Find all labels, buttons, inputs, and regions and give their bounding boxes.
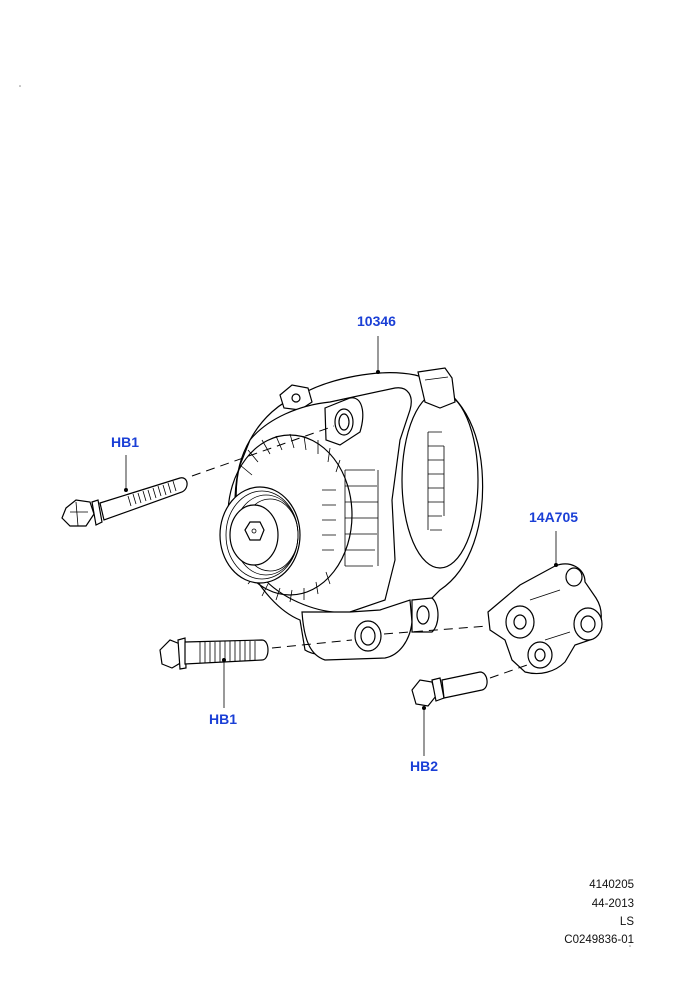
ref-model: LS [619,916,634,928]
bolt-upper[interactable] [61,477,188,527]
stator-vent-slots [322,469,379,567]
bolt-bracket[interactable] [411,671,488,707]
axis-line-lower [271,639,353,649]
leader-bolt-lower-dot [222,658,226,662]
corner-mark [19,85,21,87]
rear-vent-slots [427,431,445,531]
bolt-lower[interactable] [159,637,269,670]
pulley[interactable] [219,486,301,584]
callout-10346[interactable]: 10346 [357,313,396,329]
ref-date: 44-2013 [591,898,634,910]
corner-mark [629,945,631,947]
leader-alternator-dot [376,370,380,374]
axis-line-upper [191,425,335,477]
axis-line-bracket [383,625,489,635]
fan-blades [239,433,341,603]
callout-hb1-lower[interactable]: HB1 [209,711,238,727]
leader-bracket-dot [554,563,558,567]
leader-bolt-bracket-dot [422,706,426,710]
ref-illustration-number: 4140205 [589,879,634,891]
leader-bolt-upper-dot [124,488,128,492]
axis-line-bracket-bolt [489,663,531,679]
alternator[interactable] [219,367,484,661]
ref-catalog-id: C0249836-01 [564,934,634,946]
callout-hb1-upper[interactable]: HB1 [111,434,140,450]
callout-hb2[interactable]: HB2 [410,758,439,774]
callout-14a705[interactable]: 14A705 [529,509,579,525]
mounting-bracket[interactable] [487,563,603,675]
